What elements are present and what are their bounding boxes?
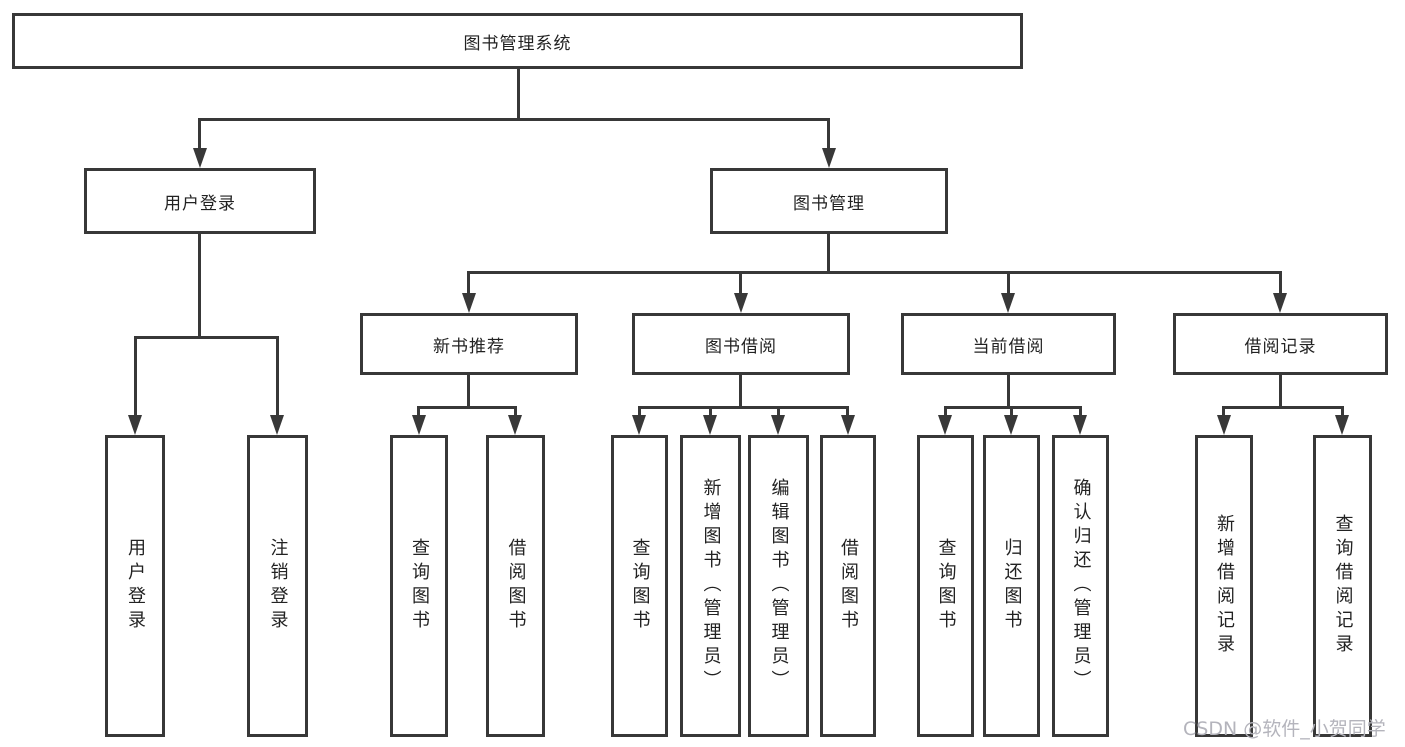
connector-line <box>467 271 1280 274</box>
connector-line <box>944 406 1082 409</box>
arrow-down-icon <box>508 415 522 435</box>
connector-line <box>467 271 470 293</box>
arrow-down-icon <box>1335 415 1349 435</box>
node-borrow-records: 借阅记录 <box>1173 313 1388 375</box>
leaf-borrow-query-books: 查询图书 <box>611 435 668 737</box>
connector-line <box>134 336 279 339</box>
node-borrow-records-label: 借阅记录 <box>1244 336 1317 357</box>
connector-line <box>638 406 849 409</box>
leaf-records-query-record: 查询借阅记录 <box>1313 435 1372 737</box>
arrow-down-icon <box>1001 293 1015 313</box>
arrow-down-icon <box>1217 415 1231 435</box>
arrow-down-icon <box>822 148 836 168</box>
node-new-book-recommend: 新书推荐 <box>360 313 578 375</box>
arrow-down-icon <box>1273 293 1287 313</box>
node-new-book-recommend-label: 新书推荐 <box>433 336 505 357</box>
node-book-management: 图书管理 <box>710 168 948 234</box>
connector-line <box>418 406 517 409</box>
node-current-borrow-label: 当前借阅 <box>972 336 1045 357</box>
arrow-down-icon <box>841 415 855 435</box>
arrow-down-icon <box>128 415 142 435</box>
leaf-user-login: 用户登录 <box>105 435 165 737</box>
connector-line <box>514 406 517 416</box>
leaf-label: 借阅图书 <box>505 538 527 634</box>
connector-line <box>1222 406 1343 409</box>
connector-line <box>709 406 712 416</box>
node-current-borrow: 当前借阅 <box>901 313 1116 375</box>
leaf-label: 用户登录 <box>125 538 146 634</box>
connector-line <box>1007 375 1010 406</box>
csdn-watermark: CSDN @软件_小贺同学 <box>1183 718 1386 740</box>
leaf-label: 查询图书 <box>629 538 651 634</box>
connector-line <box>638 406 641 416</box>
connector-line <box>517 69 520 118</box>
node-root: 图书管理系统 <box>12 13 1023 69</box>
node-book-borrow-label: 图书借阅 <box>705 336 777 357</box>
node-user-login-label: 用户登录 <box>164 193 236 214</box>
leaf-borrow-borrow-books: 借阅图书 <box>820 435 876 737</box>
arrow-down-icon <box>462 293 476 313</box>
arrow-down-icon <box>632 415 646 435</box>
connector-line <box>827 234 830 271</box>
connector-line <box>944 406 947 416</box>
connector-line <box>1341 406 1344 416</box>
leaf-label: 确认归还（管理员） <box>1070 478 1092 694</box>
connector-line <box>739 271 742 293</box>
connector-line <box>1007 271 1010 293</box>
arrow-down-icon <box>771 415 785 435</box>
leaf-current-confirm-return-admin: 确认归还（管理员） <box>1052 435 1109 737</box>
connector-line <box>1010 406 1013 416</box>
node-root-label: 图书管理系统 <box>463 33 572 54</box>
connector-line <box>417 406 420 416</box>
leaf-label: 查询图书 <box>409 538 430 634</box>
leaf-label: 查询图书 <box>935 538 957 634</box>
leaf-borrow-edit-books-admin: 编辑图书（管理员） <box>748 435 809 737</box>
connector-line <box>1279 375 1282 406</box>
arrow-down-icon <box>1073 415 1087 435</box>
leaf-logout: 注销登录 <box>247 435 308 737</box>
arrow-down-icon <box>734 293 748 313</box>
node-book-management-label: 图书管理 <box>793 193 865 214</box>
connector-line <box>777 406 780 416</box>
connector-line <box>276 336 279 415</box>
connector-line <box>198 118 830 121</box>
leaf-label: 查询借阅记录 <box>1332 514 1354 658</box>
leaf-label: 借阅图书 <box>838 538 859 634</box>
node-user-login: 用户登录 <box>84 168 316 234</box>
arrow-down-icon <box>270 415 284 435</box>
connector-line <box>827 118 830 150</box>
leaf-label: 归还图书 <box>1001 538 1023 634</box>
connector-line <box>1222 406 1225 416</box>
connector-line <box>1079 406 1082 416</box>
leaf-label: 新增图书（管理员） <box>700 478 722 694</box>
leaf-current-return-books: 归还图书 <box>983 435 1040 737</box>
leaf-borrow-add-books-admin: 新增图书（管理员） <box>680 435 741 737</box>
leaf-recommend-borrow-books: 借阅图书 <box>486 435 545 737</box>
connector-line <box>198 234 201 336</box>
leaf-recommend-query-books: 查询图书 <box>390 435 448 737</box>
arrow-down-icon <box>412 415 426 435</box>
arrow-down-icon <box>703 415 717 435</box>
connector-line <box>467 375 470 406</box>
connector-line <box>846 406 849 416</box>
arrow-down-icon <box>193 148 207 168</box>
leaf-label: 注销登录 <box>267 538 289 634</box>
connector-line <box>739 375 742 406</box>
connector-line <box>198 118 201 150</box>
arrow-down-icon <box>938 415 952 435</box>
leaf-records-add-record: 新增借阅记录 <box>1195 435 1253 737</box>
node-book-borrow: 图书借阅 <box>632 313 850 375</box>
leaf-current-query-books: 查询图书 <box>917 435 974 737</box>
arrow-down-icon <box>1004 415 1018 435</box>
connector-line <box>134 336 137 415</box>
connector-line <box>1279 271 1282 293</box>
leaf-label: 编辑图书（管理员） <box>768 478 790 694</box>
leaf-label: 新增借阅记录 <box>1214 514 1235 658</box>
